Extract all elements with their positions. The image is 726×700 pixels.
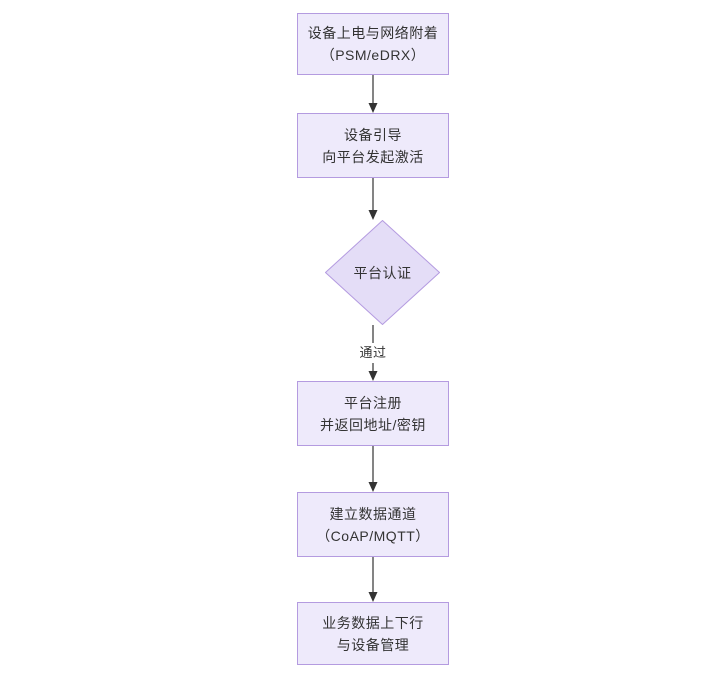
node-data-channel[interactable]: 建立数据通道 （CoAP/MQTT）: [297, 492, 449, 557]
node-power-on[interactable]: 设备上电与网络附着 （PSM/eDRX）: [297, 13, 449, 75]
edge-label-pass: 通过: [356, 343, 390, 363]
node-platform-auth-label: 平台认证: [353, 264, 412, 281]
node-power-on-line-1: 设备上电与网络附着: [307, 25, 439, 41]
diamond-icon: [325, 220, 440, 325]
node-platform-auth[interactable]: 平台认证: [325, 220, 440, 325]
node-platform-register-line-1: 平台注册: [344, 394, 402, 411]
node-platform-register[interactable]: 平台注册 并返回地址/密钥: [297, 381, 449, 446]
node-bootstrap[interactable]: 设备引导 向平台发起激活: [297, 113, 449, 178]
node-business-data-line-1: 业务数据上下行: [322, 614, 424, 631]
node-bootstrap-line-2: 向平台发起激活: [322, 148, 424, 165]
node-business-data-line-2: 与设备管理: [336, 636, 410, 653]
node-business-data[interactable]: 业务数据上下行 与设备管理: [297, 602, 449, 665]
node-power-on-line-2: （PSM/eDRX）: [320, 47, 426, 63]
edge-platform-register-to-data-channel: [368, 446, 378, 492]
node-data-channel-line-1: 建立数据通道: [329, 505, 417, 522]
edge-data-channel-to-business-data: [368, 557, 378, 602]
node-bootstrap-line-1: 设备引导: [344, 126, 402, 143]
node-data-channel-line-2: （CoAP/MQTT）: [316, 527, 430, 544]
edge-power-on-to-bootstrap: [368, 75, 378, 113]
edge-bootstrap-to-platform-auth: [368, 178, 378, 220]
node-platform-register-line-2: 并返回地址/密钥: [320, 416, 426, 433]
